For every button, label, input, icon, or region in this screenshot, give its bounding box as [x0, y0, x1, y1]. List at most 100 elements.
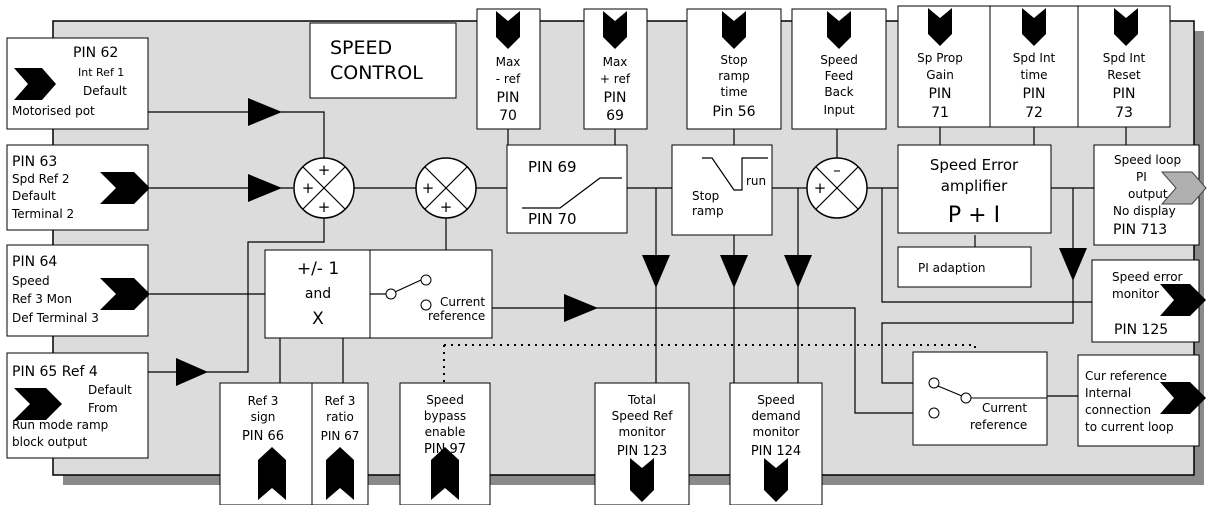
error-monitor-l3: PIN 125 — [1114, 322, 1168, 338]
param-stop-ramp-time: Stop ramp time Pin 56 — [686, 8, 782, 130]
max-pos-ref-arrow-icon — [603, 11, 627, 49]
param-sp-prop-gain: Sp Prop Gain PIN 71 — [897, 5, 991, 128]
ref3-ratio-arrow-icon — [326, 447, 354, 500]
monitor-total-speed-ref: Total Speed Ref monitor PIN 123 — [594, 382, 690, 505]
flow-arrows — [176, 98, 1087, 386]
cur-ref-l2: Internal — [1085, 386, 1131, 400]
title-box: SPEED CONTROL — [309, 22, 457, 99]
demand-arrow-icon — [764, 458, 788, 502]
total-ref-l2: Speed Ref — [612, 409, 674, 423]
bypass-switch-2: Current reference — [912, 351, 1048, 446]
mult-l2: and — [305, 286, 331, 302]
bypass-dotted-link — [444, 344, 976, 352]
sp-prop-gain-l2: Gain — [926, 68, 954, 82]
output-cur-reference: Cur reference Internal connection to cur… — [1077, 354, 1206, 447]
cur-ref-arrow-icon — [1160, 382, 1206, 414]
pin65-line2: Default — [88, 383, 132, 397]
error-monitor-arrow-icon — [1160, 284, 1206, 316]
param-max-pos-ref: Max + ref PIN 69 — [583, 8, 648, 130]
limit-upper-label: PIN 69 — [528, 158, 577, 176]
monitor-speed-demand: Speed demand monitor PIN 124 — [729, 382, 823, 505]
pin64-line3: Ref 3 Mon — [12, 292, 72, 306]
stop-ramp-time-l2: ramp — [718, 69, 750, 83]
pi-adaption-label: PI adaption — [918, 261, 986, 275]
summer-3: + – — [806, 157, 868, 219]
max-neg-ref-l2: - ref — [496, 72, 521, 86]
arrow-pin65-icon — [176, 358, 208, 386]
spd-int-reset-l2: Reset — [1107, 68, 1141, 82]
spd-int-time-l1: Spd Int — [1013, 51, 1056, 65]
arrow-demand-ref-icon — [720, 255, 748, 288]
summer1-top-sign: + — [318, 161, 331, 179]
pin65-line3: From — [88, 401, 118, 415]
speed-error-amplifier: Speed Error amplifier P + I — [897, 144, 1052, 234]
max-pos-ref-l4: 69 — [606, 108, 624, 124]
max-neg-ref-l4: 70 — [499, 108, 517, 124]
pin63-line2: Spd Ref 2 — [12, 172, 70, 186]
param-speed-feedback: Speed Feed Back Input — [791, 8, 887, 130]
arrow-error-icon — [1059, 248, 1087, 281]
spd-int-time-arrow-icon — [1022, 8, 1046, 46]
output-speed-error-monitor: Speed error monitor PIN 125 — [1091, 259, 1206, 343]
ref3-ratio-l3: PIN 67 — [321, 429, 360, 443]
summer-2: + + — [415, 157, 477, 219]
speed-loop-l3: output — [1128, 187, 1168, 201]
bypass-l1: Speed — [426, 393, 464, 407]
error-amp-l2: amplifier — [941, 177, 1008, 195]
arrow-pin63-icon — [248, 174, 282, 202]
switch2-label1: Current — [982, 401, 1027, 415]
pin63-line3: Default — [12, 189, 56, 203]
input-pin62: PIN 62 Int Ref 1 Default Motorised pot — [6, 37, 149, 130]
speed-feedback-l4: Input — [823, 103, 854, 117]
demand-l1: Speed — [757, 393, 795, 407]
pin62-title: PIN 62 — [73, 45, 118, 61]
summer1-left-sign: + — [302, 179, 315, 197]
pin64-line4: Def Terminal 3 — [12, 311, 99, 325]
pin65-title: PIN 65 Ref 4 — [12, 364, 98, 380]
summer-1: + + + — [293, 157, 355, 219]
pin65-input-arrow-icon — [14, 388, 62, 420]
pin62-line4: Motorised pot — [12, 104, 95, 118]
max-neg-ref-l1: Max — [496, 55, 521, 69]
pin65-line5: block output — [12, 435, 88, 449]
sp-prop-gain-arrow-icon — [928, 8, 952, 46]
output-speed-loop-pi: Speed loop PI output No display PIN 713 — [1093, 144, 1207, 246]
cur-ref-l3: connection — [1085, 403, 1151, 417]
max-neg-ref-arrow-icon — [496, 11, 520, 49]
cur-ref-l4: to current loop — [1085, 420, 1174, 434]
total-ref-l3: monitor — [619, 425, 666, 439]
bypass-l3: enable — [425, 425, 466, 439]
sp-prop-gain-l1: Sp Prop — [917, 51, 963, 65]
summer2-bottom-sign: + — [440, 198, 453, 216]
ref3-ratio-l2: ratio — [326, 410, 354, 424]
input-pin64: PIN 64 Speed Ref 3 Mon Def Terminal 3 — [6, 244, 150, 337]
total-ref-l1: Total — [627, 393, 656, 407]
spd-int-reset-l3: PIN — [1112, 86, 1135, 102]
max-pos-ref-l2: + ref — [600, 72, 631, 86]
demand-l2: demand — [751, 409, 800, 423]
pin63-output-arrow-icon — [100, 172, 150, 204]
spd-int-reset-l1: Spd Int — [1103, 51, 1146, 65]
limit-block: PIN 69 PIN 70 — [506, 144, 628, 234]
max-pos-ref-l3: PIN — [603, 90, 626, 106]
param-ref3-ratio: Ref 3 ratio PIN 67 — [311, 382, 369, 505]
summer3-left-sign: + — [814, 179, 827, 197]
stop-ramp-label2: ramp — [692, 204, 724, 218]
error-amp-pi: P + I — [948, 203, 1000, 228]
speed-feedback-l3: Back — [824, 85, 853, 99]
stop-ramp-time-l1: Stop — [720, 53, 747, 67]
ref3-sign-l3: PIN 66 — [242, 429, 284, 444]
spd-int-reset-l4: 73 — [1115, 105, 1133, 121]
stop-ramp-run-label: run — [746, 174, 766, 188]
spd-int-time-l4: 72 — [1025, 105, 1043, 121]
param-max-neg-ref: Max - ref PIN 70 — [476, 8, 541, 130]
pin64-title: PIN 64 — [12, 254, 57, 270]
pi-adaption-block: PI adaption — [897, 246, 1032, 288]
param-spd-int-reset: Spd Int Reset PIN 73 — [1077, 5, 1171, 128]
speed-feedback-arrow-icon — [827, 11, 851, 49]
pin63-line4: Terminal 2 — [11, 207, 74, 221]
pin62-line2: Int Ref 1 — [78, 66, 124, 79]
stop-ramp-time-l4: Pin 56 — [712, 104, 755, 120]
spd-int-reset-arrow-icon — [1114, 8, 1138, 46]
